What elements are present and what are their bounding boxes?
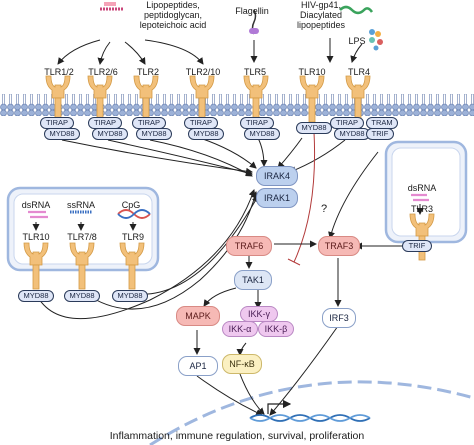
dna-icon [249, 399, 371, 422]
node-mapk: MAPK [176, 306, 220, 326]
receptor-tlr12: TLR1/2 [44, 67, 74, 77]
tlr210-icon [189, 75, 215, 123]
node-ikk-beta: IKK-β [258, 321, 294, 337]
ligand-cpg: CpG [121, 200, 141, 210]
hiv-gp41-icon [339, 5, 374, 15]
arrow-lipo-tlr210 [144, 39, 204, 65]
question-mark: ? [320, 203, 328, 215]
arrow-lipo-tlr12 [57, 39, 101, 65]
receptor-tlr78: TLR7/8 [67, 232, 97, 242]
receptor-tlr10: TLR10 [298, 67, 326, 77]
node-ikk-gamma: IKK-γ [240, 306, 278, 322]
adaptor-myd88-3: MYD88 [136, 128, 172, 140]
ligand-dsrna-right: dsRNA [407, 183, 437, 193]
adaptor-myd88-tlr10: MYD88 [18, 290, 54, 302]
nuclear-envelope [149, 380, 474, 445]
node-irak4: IRAK4 [256, 166, 298, 186]
plasma-membrane [0, 94, 474, 116]
tlr78-icon [69, 242, 95, 290]
outcome-label: Inflammation, immune regulation, surviva… [109, 430, 365, 442]
flagellin-icon [249, 9, 259, 35]
node-tak1: TAK1 [234, 270, 272, 290]
receptor-tlr5: TLR5 [243, 67, 266, 77]
adaptor-myd88-7: MYD88 [334, 128, 370, 140]
ligand-flagellin: Flagellin [235, 6, 269, 16]
receptor-tlr3: TLR3 [410, 204, 433, 214]
node-traf3: TRAF3 [318, 236, 360, 256]
node-irak1: IRAK1 [256, 188, 298, 208]
receptor-tlr9: TLR9 [121, 232, 144, 242]
tlr9-icon [119, 242, 145, 290]
adaptor-myd88-1: MYD88 [44, 128, 80, 140]
lipopeptide-icon [100, 2, 124, 11]
cpg-icon [117, 209, 151, 219]
arrow-lps [350, 43, 363, 63]
receptor-tlr2: TLR2 [136, 67, 159, 77]
adaptor-trif-tlr3: TRIF [402, 240, 432, 252]
node-traf6: TRAF6 [226, 236, 272, 256]
receptor-tlr210: TLR2/10 [185, 67, 221, 77]
tlr2-icon [133, 75, 159, 123]
receptor-tlr26: TLR2/6 [88, 67, 118, 77]
node-ikk-alpha: IKK-α [222, 321, 258, 337]
node-ap1: AP1 [178, 356, 218, 376]
adaptor-myd88-2: MYD88 [92, 128, 128, 140]
node-irf3: IRF3 [322, 308, 356, 328]
adaptor-myd88-tlr9: MYD88 [112, 290, 148, 302]
node-nfkb: NF-κB [222, 354, 262, 374]
ligand-ssrna: ssRNA [66, 200, 95, 210]
ligand-dsrna-left: dsRNA [21, 200, 51, 210]
lps-icon [369, 29, 383, 51]
receptor-tlr10-endosome: TLR10 [22, 232, 50, 242]
dsrna-icon-right [411, 193, 429, 202]
ligand-lipopeptides: Lipopeptides,peptidoglycan,lepoteichoic … [139, 0, 207, 30]
ligand-lps: LPS [348, 36, 366, 46]
dsrna-icon-left [28, 210, 48, 219]
adaptor-myd88-6: MYD88 [296, 122, 332, 134]
adaptor-myd88-4: MYD88 [188, 128, 224, 140]
arrow-lipo-tlr2 [124, 41, 146, 65]
tlr5-icon [243, 75, 269, 123]
adaptor-trif-tlr4: TRIF [366, 128, 394, 140]
receptor-tlr4: TLR4 [347, 67, 370, 77]
adaptor-myd88-tlr78: MYD88 [64, 290, 100, 302]
arrow-lipo-tlr26 [97, 41, 111, 65]
adaptor-myd88-5: MYD88 [244, 128, 280, 140]
tlr10-endo-icon [23, 242, 49, 290]
